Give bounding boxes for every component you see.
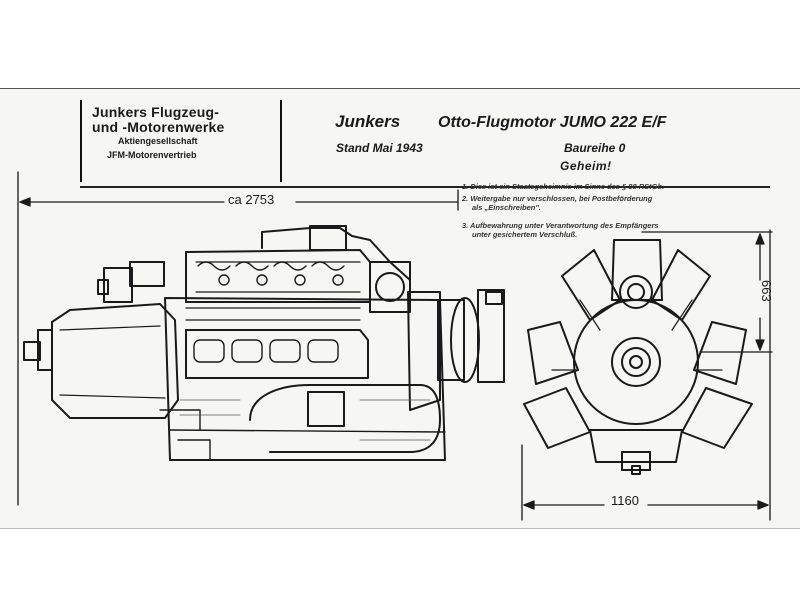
length-dimension-line [17, 171, 459, 506]
length-dimension-label: ca 2753 [228, 192, 275, 207]
sheet-border-top [0, 88, 800, 89]
engine-front-view [523, 239, 753, 475]
company-name-line-3: Aktiengesellschaft [118, 136, 198, 146]
secrecy-note-3-continued: unter gesichertem Verschluß. [472, 230, 578, 239]
engine-side-view [23, 225, 505, 461]
engine-title: Otto-Flugmotor JUMO 222 E/F [438, 114, 667, 131]
baureihe-label: Baureihe 0 [564, 141, 626, 155]
company-name-line-1: Junkers Flugzeug- [92, 104, 220, 120]
width-dimension-label: 1160 [611, 493, 639, 508]
secret-stamp: Geheim! [560, 159, 612, 173]
company-name-line-4: JFM-Motorenvertrieb [107, 150, 197, 160]
secrecy-note-2: 2. Weitergabe nur verschlossen, bei Post… [462, 194, 653, 203]
company-title-block [80, 100, 282, 182]
secrecy-note-1: 1. Dies ist ein Staatsgeheimnis im Sinne… [462, 182, 665, 191]
sheet-border-bottom [0, 528, 800, 529]
secrecy-note-2-continued: als „Einschreiben". [472, 203, 541, 212]
height-dimension-label-wrapper: 663 [754, 278, 774, 318]
company-name-line-2: und -Motorenwerke [92, 119, 225, 135]
height-dimension-label: 663 [759, 280, 774, 302]
width-dimension-line [521, 229, 771, 521]
secrecy-note-3: 3. Aufbewahrung unter Verantwortung des … [462, 221, 659, 230]
lower-cylinder-heads [193, 339, 339, 363]
height-dimension-line [641, 231, 773, 353]
header-divider [80, 186, 770, 188]
upper-cylinder-heads [197, 261, 345, 286]
brand-title: Junkers [335, 112, 401, 131]
stand-date: Stand Mai 1943 [336, 141, 423, 155]
